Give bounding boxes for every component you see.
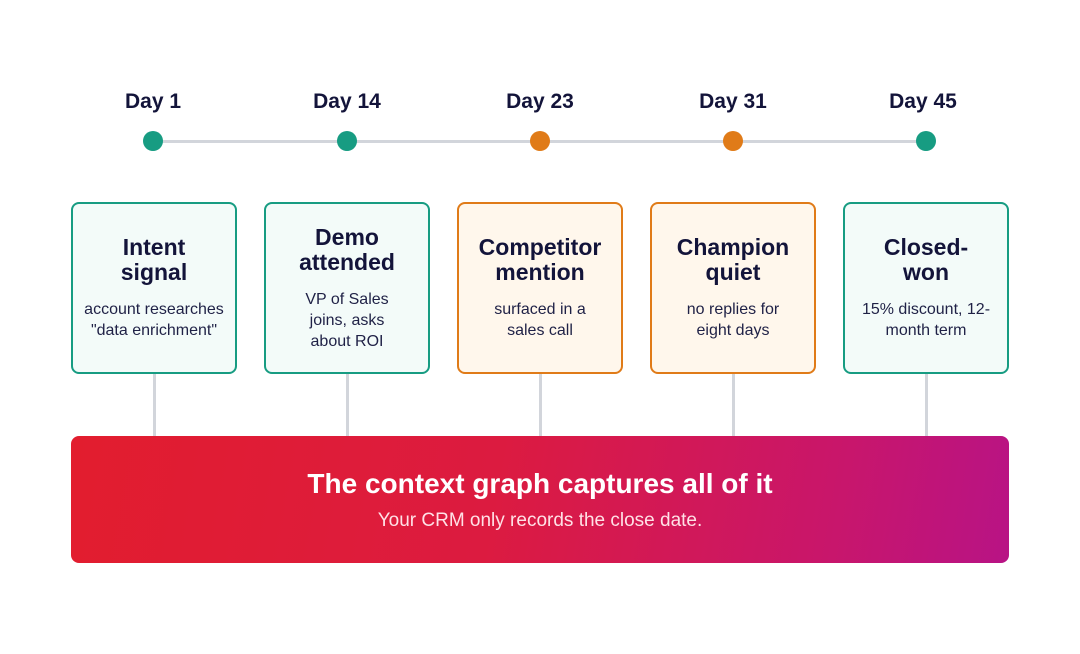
timeline-dot-31 [723, 131, 743, 151]
context-graph-banner: The context graph captures all of it You… [71, 436, 1009, 563]
day-label-14: Day 14 [313, 90, 381, 113]
day-label-1: Day 1 [124, 90, 182, 113]
card-title: Demo attended [299, 223, 395, 275]
event-card-competitor-mention: Competitor mention surfaced in a sales c… [457, 202, 623, 374]
timeline-dot-23 [530, 131, 550, 151]
connector-line [732, 374, 735, 436]
timeline-dot-45 [916, 131, 936, 151]
day-label-31: Day 31 [699, 90, 767, 113]
timeline-dot-1 [143, 131, 163, 151]
banner-subtitle: Your CRM only records the close date. [377, 509, 703, 531]
card-title: Intent signal [120, 234, 188, 285]
card-title: Champion quiet [676, 234, 790, 285]
timeline-dot-14 [337, 131, 357, 151]
day-label-23: Day 23 [506, 90, 574, 113]
connector-line [539, 374, 542, 436]
event-card-closed-won: Closed-won 15% discount, 12-month term [843, 202, 1009, 374]
day-label-45: Day 45 [889, 90, 957, 113]
banner-title: The context graph captures all of it [307, 467, 773, 499]
connector-line [925, 374, 928, 436]
event-card-demo-attended: Demo attended VP of Sales joins, asks ab… [264, 202, 430, 374]
card-description: no replies for eight days [686, 301, 780, 339]
card-description: surfaced in a sales call [494, 301, 586, 339]
card-description: VP of Sales joins, asks about ROI [305, 290, 389, 350]
card-title: Closed-won [883, 234, 969, 285]
card-description: 15% discount, 12-month term [861, 301, 991, 339]
event-card-intent-signal: Intent signal account researches "data e… [71, 202, 237, 374]
event-card-champion-quiet: Champion quiet no replies for eight days [650, 202, 816, 374]
card-description: account researches "data enrichment" [84, 301, 224, 339]
connector-line [346, 374, 349, 436]
connector-line [153, 374, 156, 436]
card-title: Competitor mention [478, 234, 602, 285]
